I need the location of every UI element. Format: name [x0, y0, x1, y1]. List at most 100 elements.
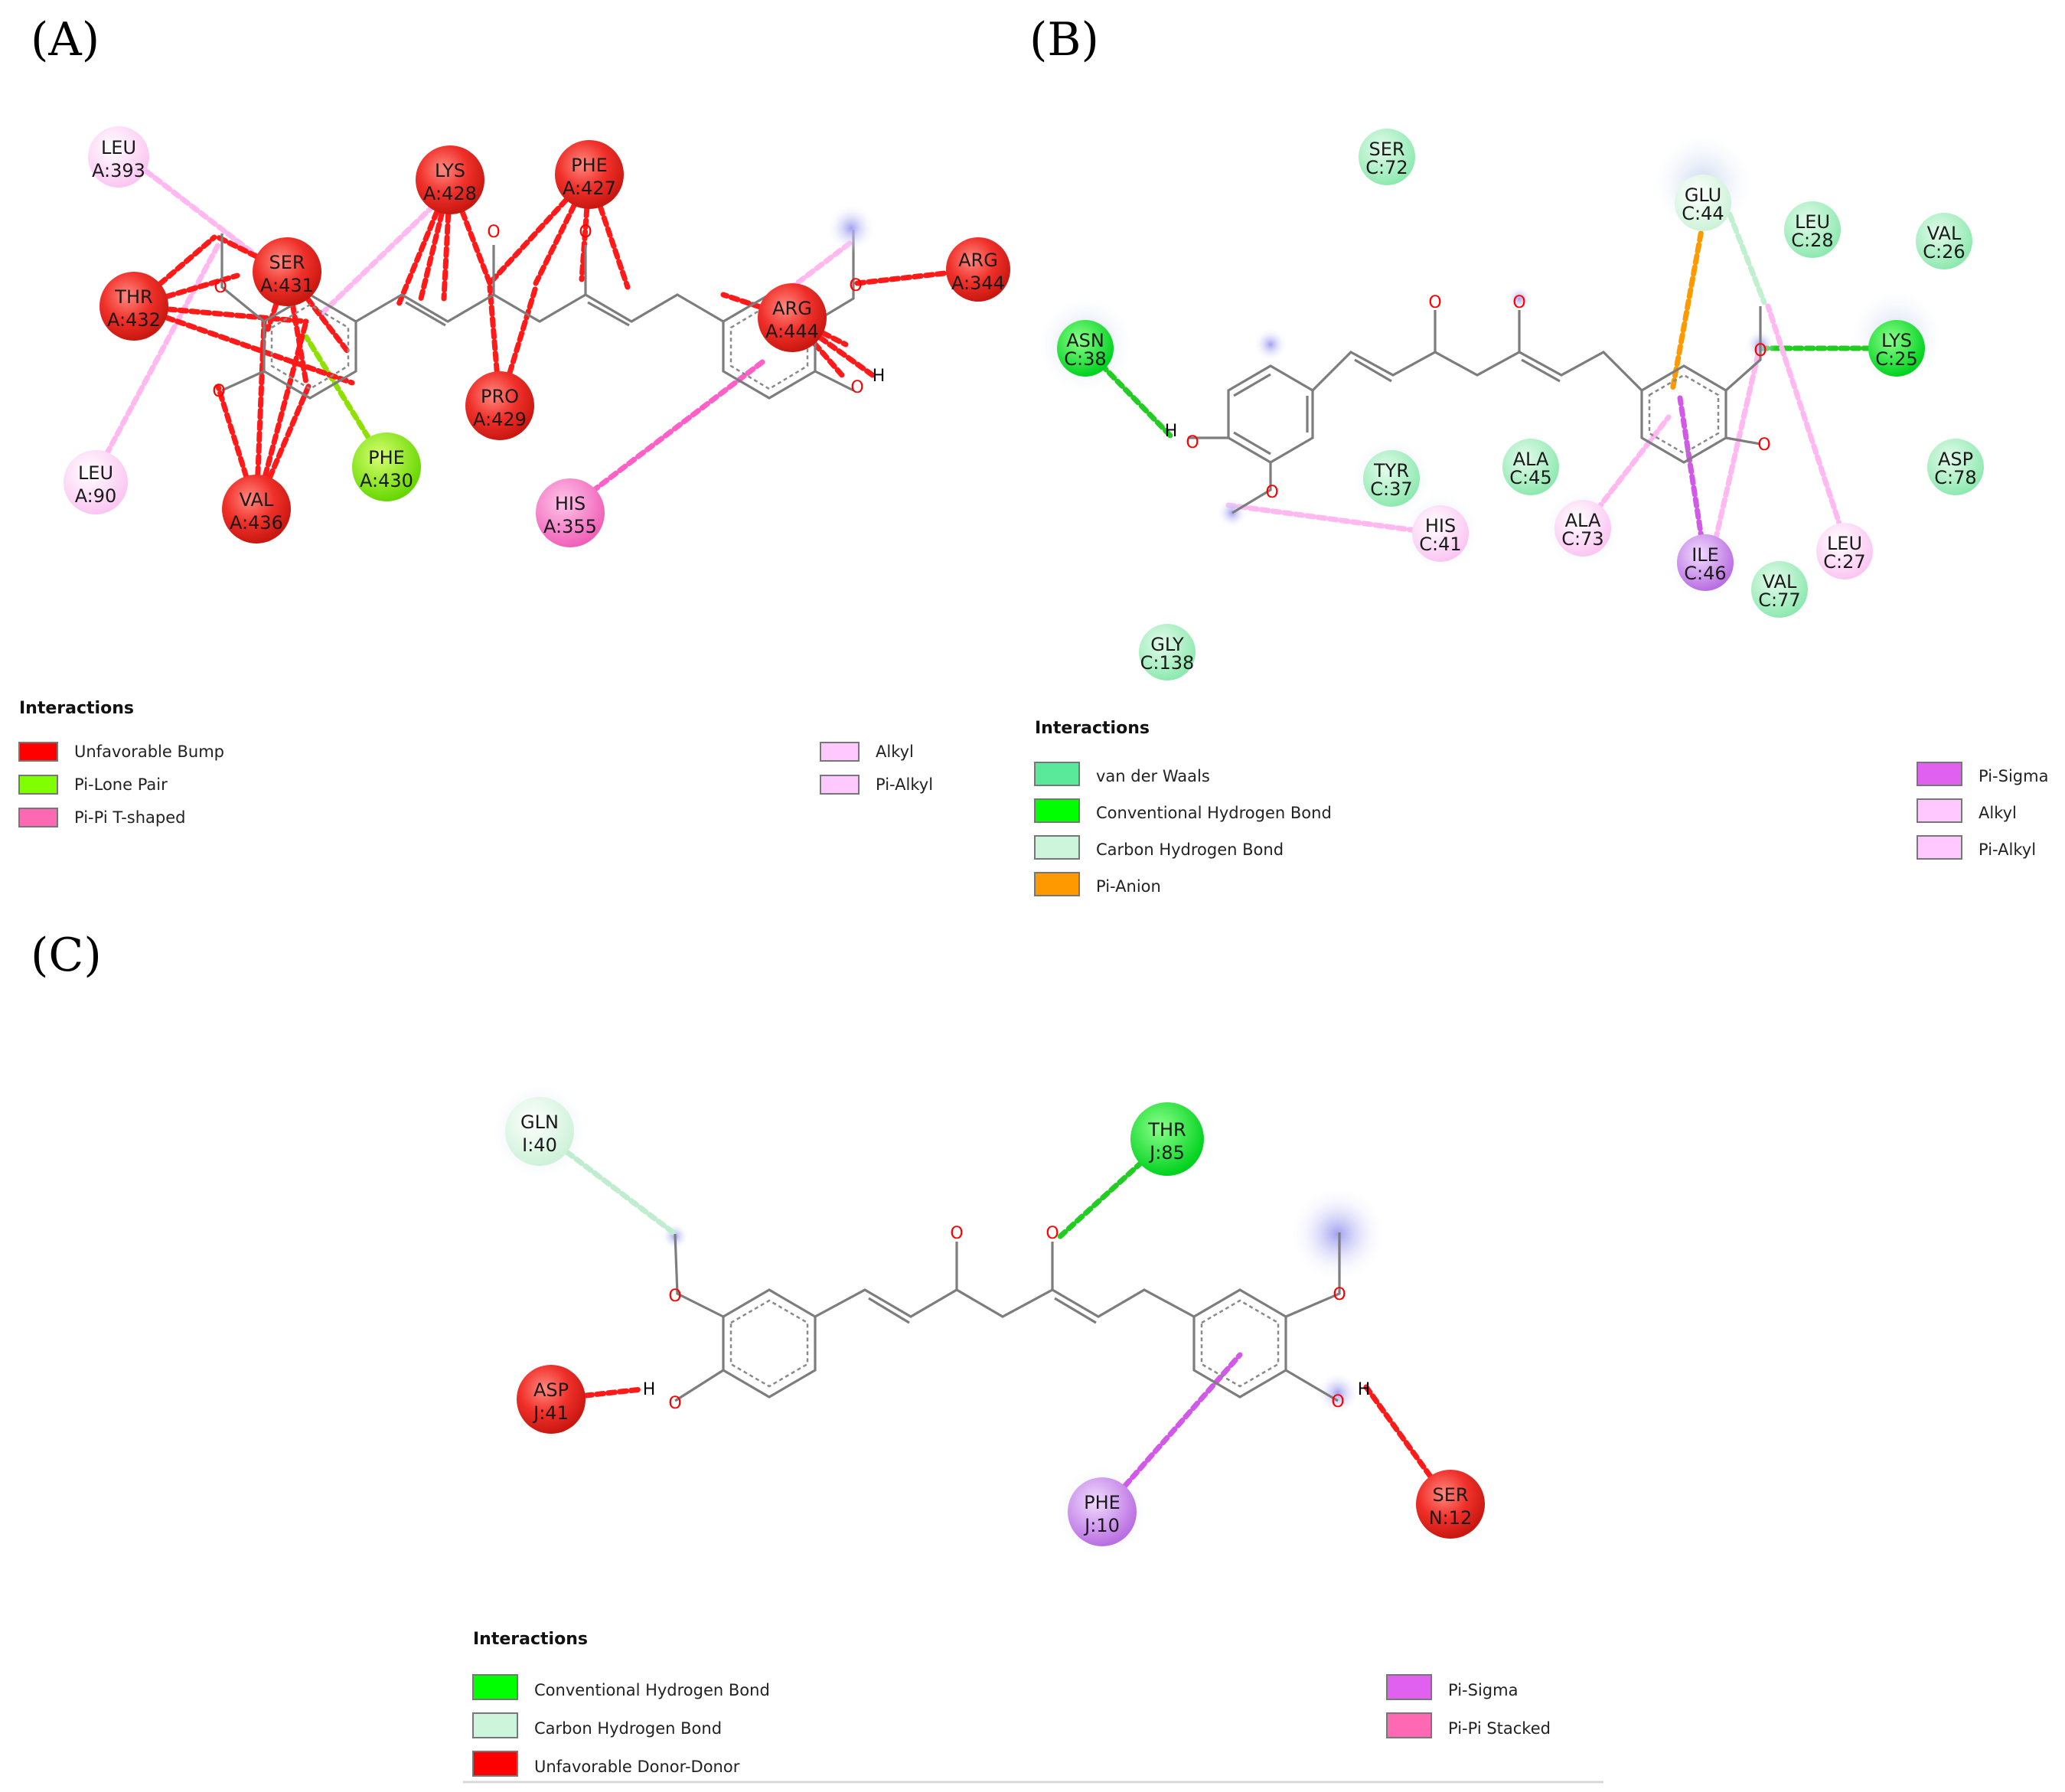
residue-node	[517, 1365, 586, 1434]
residue-node	[555, 140, 624, 209]
residue-name: HIS	[555, 493, 586, 514]
residue-name: VAL	[240, 489, 274, 511]
legend-item: Alkyl	[1917, 798, 2017, 823]
legend-label: Pi-Sigma	[1448, 1681, 1518, 1699]
residue-name: LYS	[435, 160, 465, 181]
oxygen-atom: O	[214, 278, 227, 297]
residue-node	[222, 475, 291, 543]
residue-node	[352, 432, 421, 501]
oxygen-atom: O	[668, 1287, 681, 1306]
legend-label: Pi-Pi Stacked	[1448, 1719, 1551, 1738]
residue-node	[416, 145, 484, 214]
hydrogen-atom: H	[1165, 422, 1178, 441]
residue-name: HIS	[1425, 515, 1456, 537]
legend-item: Pi-Sigma	[1386, 1674, 1518, 1700]
residue-chain-id: A:393	[92, 160, 145, 181]
residue-name: GLY	[1150, 634, 1184, 655]
residue-node	[1554, 500, 1611, 557]
residue-name: PHE	[571, 155, 608, 176]
oxygen-atom: O	[1753, 341, 1767, 361]
legend-swatch	[18, 742, 58, 762]
residue-chain-id: C:138	[1140, 652, 1195, 674]
residue-node	[1927, 439, 1984, 495]
residue-chain-id: C:45	[1509, 467, 1551, 488]
residue-node	[1868, 320, 1925, 377]
legend-item: Unfavorable Bump	[18, 742, 224, 762]
legend-swatch	[18, 775, 58, 795]
panel-label-b: (B)	[1029, 13, 1099, 67]
residue-node	[536, 478, 605, 547]
legend-label: Pi-Alkyl	[1979, 841, 2036, 859]
residue-chain-id: A:428	[423, 183, 477, 204]
legend-swatch	[1917, 835, 1962, 860]
solvent-halo	[827, 204, 876, 253]
residue-chain-id: A:355	[543, 516, 597, 537]
residue-chain-id: C:78	[1934, 467, 1976, 488]
residue-name: PHE	[1084, 1492, 1121, 1513]
legend-item: van der Waals	[1034, 762, 1210, 786]
oxygen-atom: O	[1331, 1392, 1344, 1412]
legend-item: Carbon Hydrogen Bond	[1034, 835, 1284, 860]
residue-node	[1784, 201, 1841, 258]
panel-label-c: (C)	[31, 929, 102, 982]
legend-label: Pi-Lone Pair	[74, 775, 168, 794]
residue-chain-id: C:72	[1365, 157, 1408, 178]
residue-name: SER	[1369, 139, 1404, 160]
legend-item: Unfavorable Donor-Donor	[472, 1751, 740, 1777]
legend-item: Pi-Lone Pair	[18, 775, 168, 795]
oxygen-atom: O	[850, 378, 863, 397]
panel-c: O O O O H O O H	[494, 1085, 1453, 1556]
residue-name: THR	[1147, 1119, 1186, 1141]
legend-label: van der Waals	[1096, 767, 1210, 785]
legend-swatch	[18, 808, 58, 827]
residue-chain-id: C:25	[1875, 348, 1917, 370]
residue-node	[99, 272, 168, 341]
residue-chain-id: A:427	[563, 178, 616, 199]
hydrogen-atom: H	[643, 1380, 656, 1399]
panel-c-ligand: O O O O H O O H	[643, 1224, 1371, 1413]
legend-swatch	[820, 742, 860, 762]
legend-swatch	[1034, 762, 1080, 786]
residue-name: ASN	[1066, 330, 1104, 351]
residue-node	[1139, 624, 1196, 681]
legend-item: Pi-Alkyl	[1917, 835, 2036, 860]
residue-chain-id: A:431	[260, 275, 314, 296]
residue-name: LYS	[1881, 330, 1912, 351]
legend-item: Conventional Hydrogen Bond	[472, 1674, 770, 1700]
residue-chain-id: A:444	[765, 321, 819, 342]
residue-chain-id: C:41	[1419, 534, 1461, 555]
legend-label: Alkyl	[876, 743, 914, 761]
panel-a: O O O O O O H	[93, 147, 981, 512]
legend-label: Pi-Pi T-shaped	[74, 808, 186, 827]
oxygen-atom: O	[1757, 436, 1770, 455]
residue-name: ILE	[1691, 544, 1719, 566]
residue-name: GLN	[520, 1111, 559, 1133]
residue-chain-id: A:436	[230, 512, 283, 534]
legend-item: Pi-Anion	[1034, 872, 1161, 896]
residue-node	[1677, 534, 1734, 591]
legend-swatch	[1386, 1712, 1432, 1738]
legend-swatch	[820, 775, 860, 795]
legend-item: Pi-Pi Stacked	[1386, 1712, 1551, 1738]
residue-chain-id: C:38	[1064, 348, 1106, 370]
residue-name: SER	[269, 252, 305, 273]
residue-node	[1675, 175, 1731, 231]
panel-a-interaction-lines	[93, 147, 981, 512]
residue-chain-id: A:344	[951, 273, 1005, 294]
legend-swatch	[1386, 1674, 1432, 1700]
